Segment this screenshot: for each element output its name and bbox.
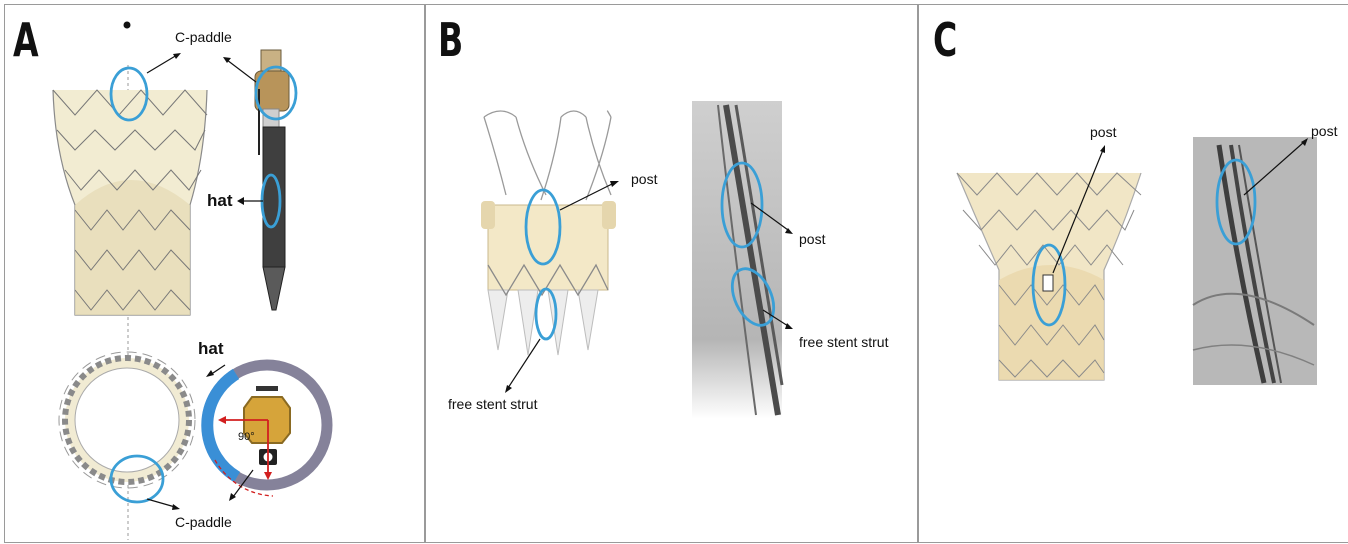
stent-top-view	[59, 352, 195, 488]
label-free-strut-right: free stent strut	[799, 334, 888, 350]
label-c-paddle-top: C-paddle	[175, 29, 232, 45]
fluoroscopy-image-b	[692, 101, 782, 419]
label-post-right: post	[799, 231, 825, 247]
orientation-dial	[206, 365, 327, 501]
axis-marker-dot	[124, 22, 131, 29]
label-angle: 90°	[238, 431, 255, 443]
delivery-catheter	[255, 50, 289, 310]
label-post-c-right: post	[1311, 123, 1337, 139]
panel-a: A	[4, 4, 425, 543]
fluoroscopy-image-c	[1193, 137, 1317, 385]
stent-frame-side-view	[53, 90, 207, 315]
label-free-strut-left: free stent strut	[448, 396, 537, 412]
label-hat-top: hat	[207, 191, 233, 211]
valve-illustration-c	[957, 173, 1141, 380]
label-c-paddle-bottom: C-paddle	[175, 514, 232, 530]
valve-illustration	[481, 111, 616, 355]
label-post-left: post	[631, 171, 657, 187]
label-post-c-left: post	[1090, 124, 1116, 140]
label-hat-bottom: hat	[198, 339, 224, 359]
panel-b-illustration	[426, 5, 919, 544]
panel-b: B	[425, 4, 918, 543]
panel-c-illustration	[919, 5, 1348, 544]
panel-a-illustration	[5, 5, 426, 544]
panel-c: C	[918, 4, 1348, 543]
